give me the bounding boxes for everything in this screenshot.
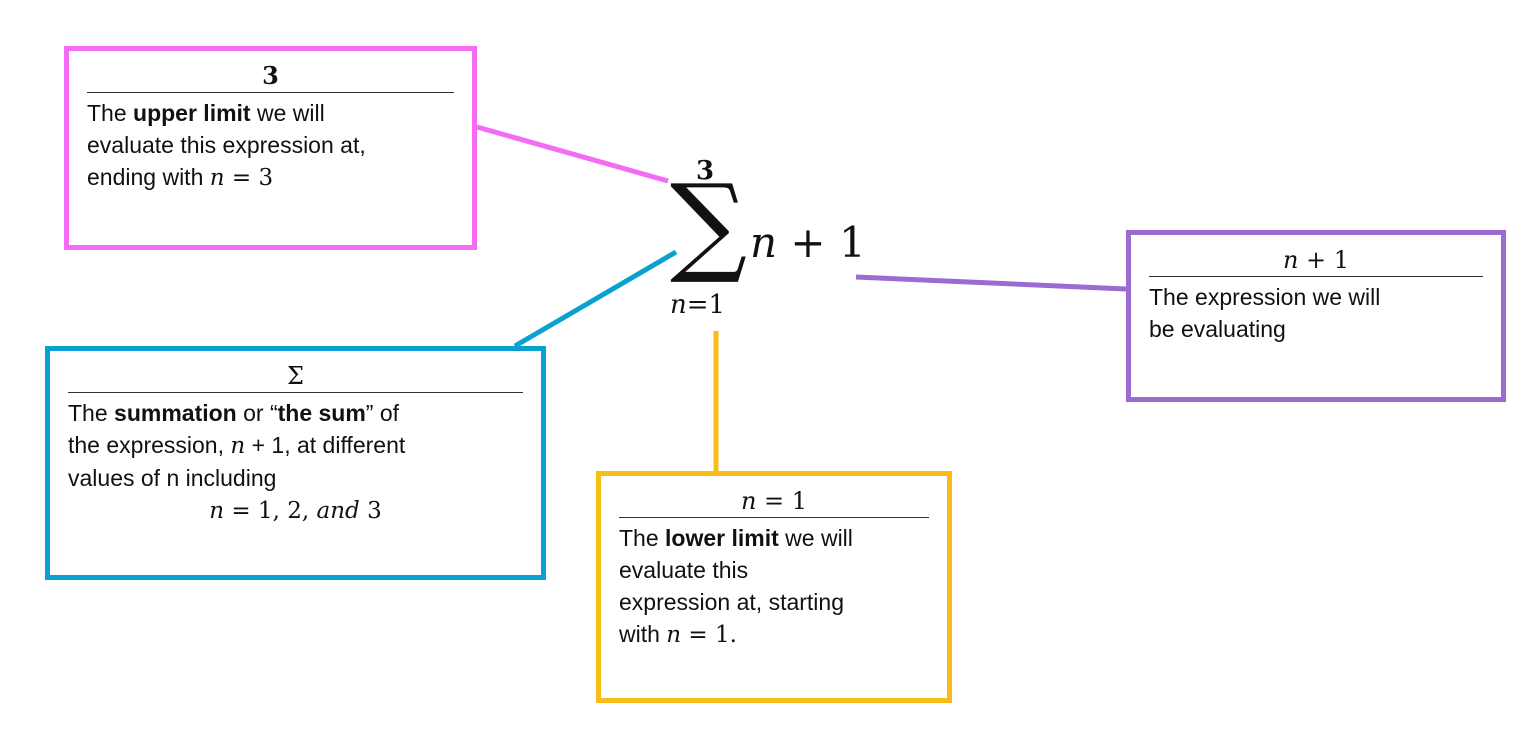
formula-expression: n + 1 xyxy=(750,218,866,267)
lower-limit-heading: n = 1 xyxy=(619,486,929,518)
lower-limit-line-2: evaluate this xyxy=(619,557,749,583)
expression-line-2: be evaluating xyxy=(1149,316,1286,342)
summation-line-4: n = 1, 2, and 3 xyxy=(209,498,382,524)
summation-line-3: values of n including xyxy=(68,465,277,491)
lower-limit-line-1: The lower limit we will xyxy=(619,525,853,551)
upper-limit-heading: 3 xyxy=(87,61,454,93)
summation-line-2: the expression, n + 1, at different xyxy=(68,432,406,459)
expression-connector xyxy=(855,274,1127,292)
summation-formula: 3 ∑ n=1 n + 1 xyxy=(660,150,880,330)
upper-limit-line-3: ending with n = 3 xyxy=(87,164,274,191)
lower-limit-line-3: expression at, starting xyxy=(619,589,845,615)
formula-lower-limit: n=1 xyxy=(670,290,726,320)
upper-limit-line-2: evaluate this expression at, xyxy=(87,132,366,158)
expression-box: n + 1 The expression we will be evaluati… xyxy=(1126,230,1506,402)
upper-limit-box: 3 The upper limit we will evaluate this … xyxy=(64,46,477,250)
formula-upper-limit: 3 xyxy=(696,156,715,186)
summation-box: Σ The summation or “the sum” of the expr… xyxy=(45,346,546,580)
sum-connector xyxy=(513,249,678,349)
summation-line-1: The summation or “the sum” of xyxy=(68,400,400,426)
expression-heading: n + 1 xyxy=(1149,245,1483,277)
expression-line-1: The expression we will xyxy=(1149,284,1381,310)
sigma-symbol: ∑ xyxy=(670,162,748,287)
upper-connector xyxy=(476,124,669,184)
lower-limit-line-4: with n = 1. xyxy=(619,621,737,648)
lower-limit-box: n = 1 The lower limit we will evaluate t… xyxy=(596,471,952,703)
summation-heading: Σ xyxy=(68,361,523,393)
upper-limit-line-1: The upper limit we will xyxy=(87,100,325,126)
